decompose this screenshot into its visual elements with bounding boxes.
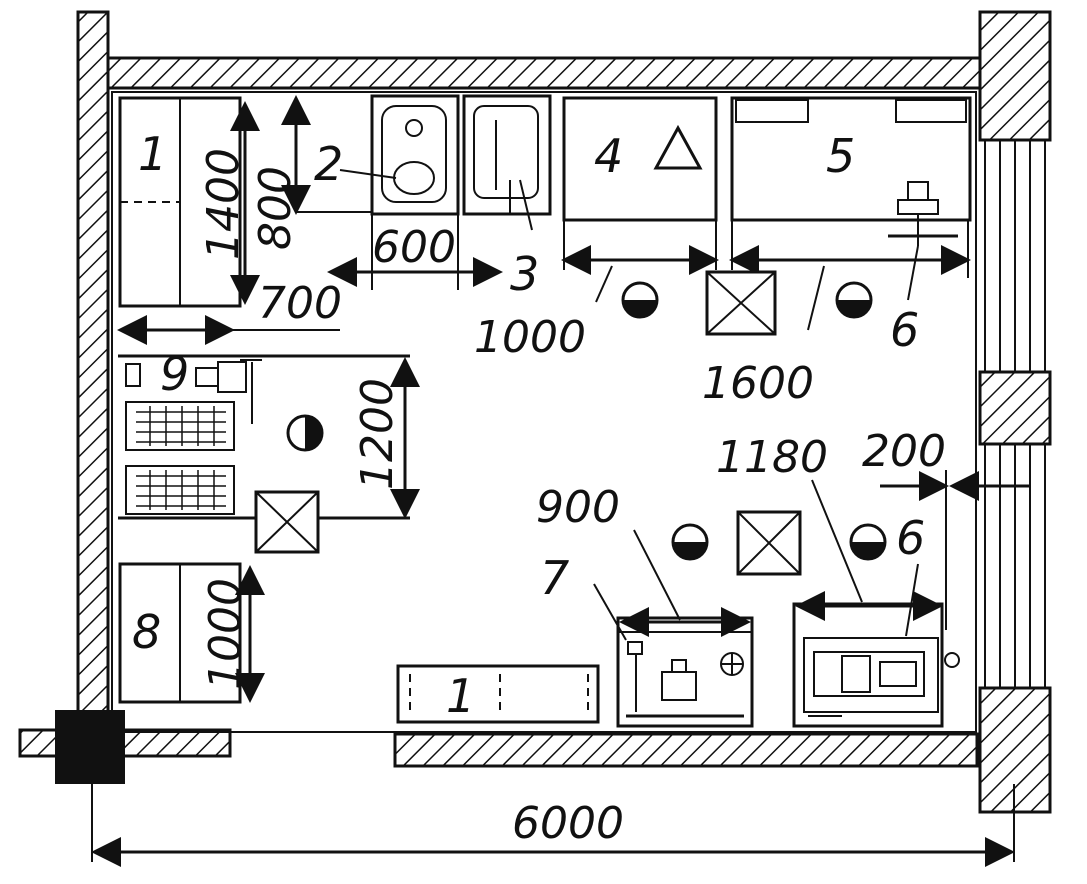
lamp-top-right xyxy=(835,281,873,319)
vise-6-top: 6 xyxy=(888,181,958,357)
dim-6000: 6000 xyxy=(91,784,1015,867)
dim-600-label: 600 xyxy=(372,222,456,273)
window-lower xyxy=(984,443,1046,689)
lamp-mid-left xyxy=(286,414,324,452)
dim-1400: 1400 xyxy=(198,101,260,305)
room-outline xyxy=(111,91,977,733)
walls xyxy=(18,10,1052,814)
dim-1180: 1180 xyxy=(716,432,943,621)
dim-6000-label: 6000 xyxy=(512,798,624,849)
bottom-wall-right xyxy=(393,732,979,768)
lamp-top-left xyxy=(621,281,659,319)
top-wall xyxy=(106,56,982,90)
right-wall-upper xyxy=(978,10,1052,142)
dim-200: 200 xyxy=(862,426,1030,630)
dim-800-label: 800 xyxy=(250,166,301,250)
dim-1200: 1200 xyxy=(352,357,420,519)
workbench-9: 9 xyxy=(118,347,410,520)
dim-1600-label: 1600 xyxy=(702,358,814,409)
item-number-4: 4 xyxy=(594,129,623,183)
dim-1000-top: 1000 xyxy=(474,220,719,363)
dim-1000-top-label: 1000 xyxy=(474,312,586,363)
dim-700-label: 700 xyxy=(258,278,342,329)
sink-3: 3 xyxy=(462,94,552,301)
dim-1600: 1600 xyxy=(702,220,971,409)
dim-1000-left: 1000 xyxy=(200,565,265,703)
window-upper xyxy=(984,139,1046,373)
right-wall-middle xyxy=(978,370,1052,446)
dim-900-label: 900 xyxy=(536,482,620,533)
item-number-3: 3 xyxy=(510,247,539,301)
dim-1200-label: 1200 xyxy=(352,378,403,490)
item-number-1-bottom: 1 xyxy=(446,669,475,723)
item-number-2: 2 xyxy=(314,137,343,191)
light-fixture-bottom xyxy=(736,510,802,576)
triangle-symbol xyxy=(653,124,703,170)
dim-1400-label: 1400 xyxy=(198,148,249,260)
item-number-6-top: 6 xyxy=(890,303,919,357)
cabinet-8: 8 xyxy=(118,562,242,704)
dim-600: 600 xyxy=(327,214,503,290)
lamp-bottom-left xyxy=(671,523,709,561)
dim-800: 800 xyxy=(250,95,311,250)
item-number-6-bottom: 6 xyxy=(896,511,925,565)
dim-1000-left-label: 1000 xyxy=(200,578,251,690)
dim-1180-label: 1180 xyxy=(716,432,828,483)
machine-6-bottom: 6 xyxy=(792,511,960,728)
workbench-1-bottom: 1 xyxy=(396,664,600,724)
item-number-7: 7 xyxy=(540,551,569,605)
dim-200-label: 200 xyxy=(862,426,946,477)
lamp-bottom-right xyxy=(849,523,887,561)
item-number-1-top: 1 xyxy=(138,127,167,181)
item-number-9: 9 xyxy=(160,347,189,401)
light-fixture-mid-left xyxy=(254,490,320,554)
door-pillar xyxy=(55,710,125,784)
dim-900: 900 xyxy=(536,482,751,637)
equipment-4: 4 xyxy=(562,96,718,222)
washbasin-2: 2 xyxy=(296,94,460,216)
left-wall xyxy=(76,10,110,734)
equipment-5: 5 xyxy=(730,96,972,222)
light-fixture-top xyxy=(705,270,777,336)
dim-700: 700 xyxy=(117,278,342,345)
item-number-5: 5 xyxy=(826,129,855,183)
item-number-8: 8 xyxy=(132,605,161,659)
